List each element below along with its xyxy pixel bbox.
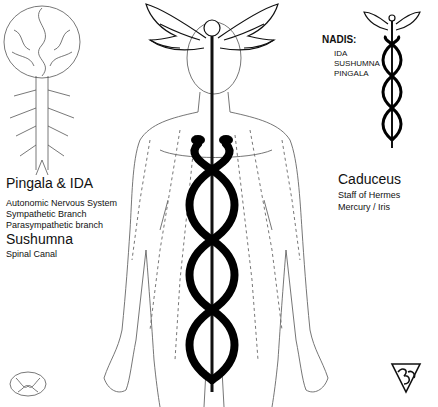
brain-figure [4,6,80,175]
heading: NADIS: [322,34,356,45]
nadi-name: SUSHUMNA [334,60,380,69]
small-serpents [383,36,401,140]
nadi-name: PINGALA [334,70,369,79]
note: Autonomic Nervous System [6,199,117,209]
heading: Caduceus [338,172,401,187]
spinal-cross-section [10,372,46,396]
serpent-head [191,135,205,145]
body-outline [104,22,328,407]
heading: Pingala & IDA [6,176,93,191]
heading: Sushumna [6,232,73,247]
om-symbol [392,364,420,392]
serpent-head [219,135,233,145]
small-caduceus [364,12,420,148]
note: Mercury / Iris [338,203,390,213]
note: Staff of Hermes [338,191,400,201]
caduceus-staff [211,36,214,392]
note: Parasympathetic branch [6,221,103,231]
note: Spinal Canal [6,250,57,260]
serpents [190,144,235,380]
nadi-name: IDA [334,50,347,59]
note: Sympathetic Branch [6,210,87,220]
